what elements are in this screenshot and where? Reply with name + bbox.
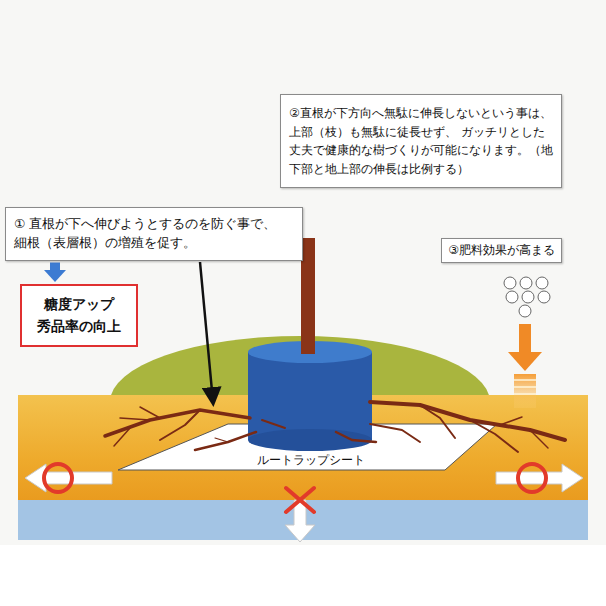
- arrow-shaft: [50, 263, 60, 271]
- note-box: ②直根が下方向へ無駄に伸長しないという事は、 上部（枝）も無駄に徒長せず、 ガッ…: [280, 94, 562, 188]
- flow-arrow: [44, 263, 66, 283]
- result-box: 糖度アップ 秀品率の向上: [20, 284, 138, 347]
- node-text: ②直根が下方向へ無駄に伸長しないという事は、 上部（枝）も無駄に徒長せず、 ガッ…: [289, 104, 553, 178]
- note-box: ① 直根が下へ伸びようとするのを防ぐ事で、 細根（表層根）の増殖を促す。: [5, 207, 303, 261]
- note-box: ③肥料効果が高まる: [441, 238, 562, 263]
- arrow-head: [44, 270, 66, 282]
- node-text: ③肥料効果が高まる: [448, 242, 555, 259]
- node-text: 糖度アップ 秀品率の向上: [28, 294, 130, 337]
- node-text: ① 直根が下へ伸びようとするのを防ぐ事で、 細根（表層根）の増殖を促す。: [14, 215, 294, 253]
